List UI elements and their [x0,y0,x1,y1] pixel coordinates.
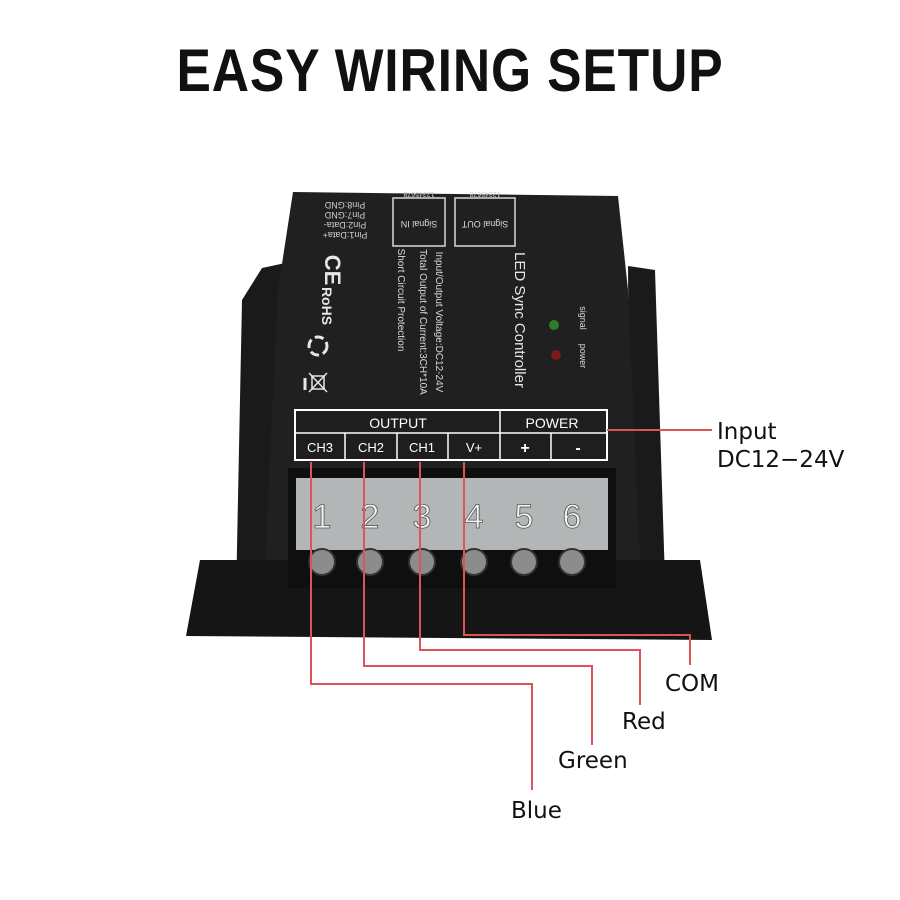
terminal-numbers: 1 2 3 4 5 6 [312,498,582,537]
power-header: POWER [526,415,579,431]
wire-blue [310,462,533,790]
terminal-number-5: 5 [515,498,534,536]
callout-input: Input DC12−24V [717,418,844,474]
recycle-icon [307,335,329,357]
terminal-number-6: 6 [563,498,582,536]
signal-in-pins: 12345678 [403,190,434,197]
callout-com: COM [665,671,720,697]
device-name: LED Sync Controller [511,252,528,388]
callout-input-line1: Input [717,419,777,445]
callout-red: Red [622,709,666,735]
wire-com [463,462,691,665]
spec-voltage: Input/Output Voltage:DC12-24V [433,252,444,393]
signal-out-port [454,197,516,247]
callout-blue: Blue [511,798,562,824]
terminal-screw-3 [408,548,436,576]
pinout-line-3: Pin7:GND [324,210,365,220]
terminal-screw-5 [510,548,538,576]
callout-green: Green [558,748,628,774]
power-led-icon [551,350,561,360]
signal-led-icon [549,320,559,330]
terminal-number-2: 2 [361,498,380,536]
signal-in-label: Signal IN [401,219,438,229]
pinout-line-4: Pin8:GND [324,200,365,210]
output-header: OUTPUT [369,415,427,431]
terminal-screw-6 [558,548,586,576]
signal-in-port [392,197,446,247]
top-panel: Signal IN Signal OUT 12345678 12345678 P… [303,190,588,395]
spec-protection: Short Circuit Protection [395,249,406,352]
led-label-power: power [578,344,588,369]
terminal-screw-2 [356,548,384,576]
terminal-label-ch1: CH1 [409,440,435,455]
terminal-block: 1 2 3 4 5 6 [288,468,616,588]
terminal-label-ch2: CH2 [358,440,384,455]
terminal-label-ch3: CH3 [307,440,333,455]
terminal-label-minus: - [575,440,580,457]
rohs-mark: RoHS [319,287,335,325]
terminal-number-4: 4 [465,498,484,536]
pinout-line-1: Pin1:Data+ [323,230,368,240]
signal-out-label: Signal OUT [461,219,508,229]
signal-out-pins: 12345678 [469,190,500,197]
terminal-label-strip: OUTPUT POWER CH3 CH2 CH1 V+ + - [294,409,608,461]
callout-input-line2: DC12−24V [717,447,845,473]
weee-bin-icon [303,372,328,393]
terminal-label-vplus: V+ [466,440,482,455]
page-title: EASY WIRING SETUP [176,37,724,104]
wire-red [419,462,641,705]
ce-mark: CE [320,255,345,286]
pinout-line-2: Pin2:Data- [324,220,367,230]
callout-wires [310,429,712,790]
wire-green [363,462,593,745]
terminal-label-plus: + [520,440,529,457]
terminal-number-1: 1 [313,498,332,536]
terminal-number-3: 3 [413,498,432,536]
terminal-screw-4 [460,548,488,576]
spec-current: Total Output of Current:3CH*10A [417,249,428,395]
terminal-screw-1 [308,548,336,576]
led-label-signal: signal [578,306,588,330]
